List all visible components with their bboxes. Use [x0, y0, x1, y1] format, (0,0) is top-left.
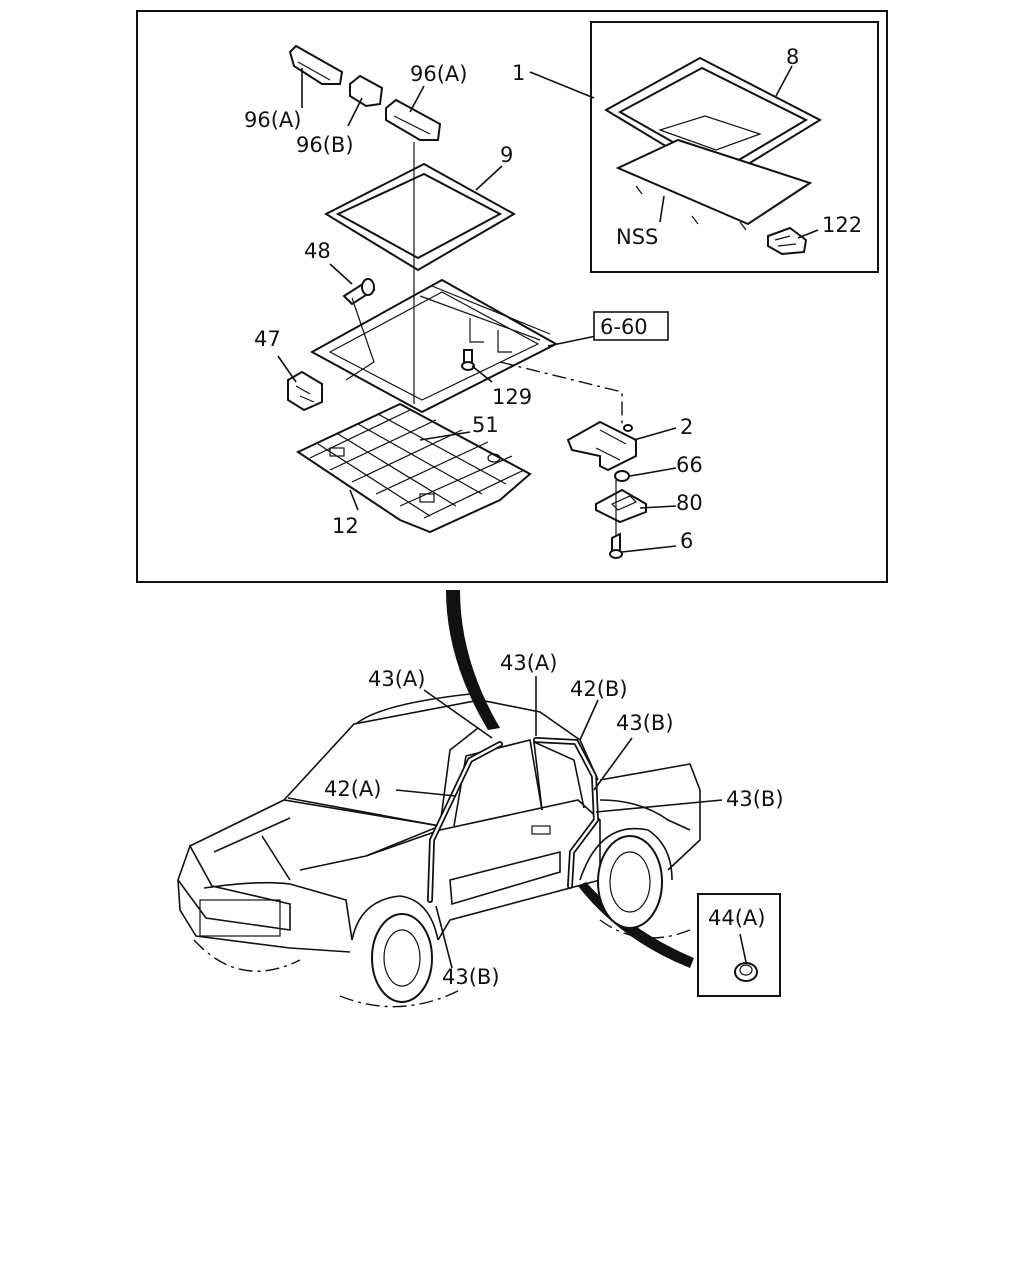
- callout-80: 80: [676, 491, 703, 515]
- callout-42a: 42(A): [324, 777, 381, 801]
- callout-6-60-box: [593, 311, 669, 341]
- part-12-headliner: [295, 402, 532, 534]
- part-6-screw: [609, 532, 623, 559]
- part-66-nut: [614, 470, 630, 482]
- callout-9: 9: [500, 143, 513, 167]
- part-80-bracket: [595, 488, 647, 524]
- drain-hoses: [427, 737, 600, 903]
- part-96a-left-handle: [288, 44, 344, 85]
- callout-nss: NSS: [616, 225, 658, 249]
- callout-lines-lower: [395, 676, 723, 969]
- assembly-lines: [345, 142, 623, 536]
- callout-96a-right: 96(A): [410, 62, 467, 86]
- callout-122: 122: [822, 213, 862, 237]
- callout-96b: 96(B): [296, 133, 354, 157]
- vehicle-outline: [177, 693, 701, 1008]
- nss-glass-panel: [615, 138, 813, 231]
- callout-44a: 44(A): [708, 906, 765, 930]
- callout-51: 51: [472, 413, 499, 437]
- part-9-seal: [323, 162, 517, 272]
- connector-swoosh-top: [446, 590, 500, 730]
- part-44a-grommet: [734, 962, 758, 982]
- part-44a-box: [697, 893, 781, 997]
- part-48-bolt: [342, 278, 376, 306]
- part-129-screw: [461, 349, 475, 371]
- callout-1: 1: [512, 61, 525, 85]
- callout-47: 47: [254, 327, 281, 351]
- callout-96a-left: 96(A): [244, 108, 301, 132]
- part-122-clip: [767, 226, 808, 256]
- callout-66: 66: [676, 453, 703, 477]
- part-96b-handle: [349, 74, 384, 108]
- callout-43a-left: 43(A): [368, 667, 425, 691]
- callout-43b-bottom: 43(B): [442, 965, 500, 989]
- callout-12: 12: [332, 514, 359, 538]
- callout-6: 6: [680, 529, 693, 553]
- exploded-view-frame: [136, 10, 888, 583]
- callout-6-60: 6-60: [600, 315, 648, 339]
- part-2-bracket: [566, 420, 637, 472]
- callout-42b: 42(B): [570, 677, 628, 701]
- callout-8: 8: [786, 45, 799, 69]
- callout-43a-top: 43(A): [500, 651, 557, 675]
- callout-lines-upper: [277, 65, 819, 553]
- callout-43b-right: 43(B): [726, 787, 784, 811]
- callout-2: 2: [680, 415, 693, 439]
- callout-129: 129: [492, 385, 532, 409]
- inset-box: [590, 21, 879, 273]
- callout-48: 48: [304, 239, 331, 263]
- part-96a-right-handle: [385, 98, 442, 141]
- callout-43b-upper: 43(B): [616, 711, 674, 735]
